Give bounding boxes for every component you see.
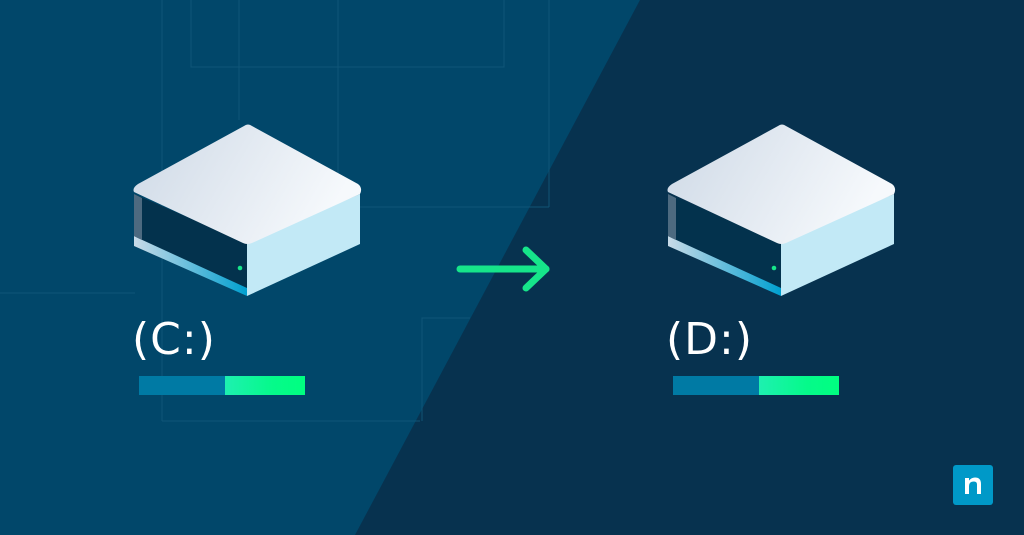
- ninjaone-logo-icon: [953, 465, 993, 505]
- target-drive-label: (D:): [666, 314, 754, 365]
- source-drive-label: (C:): [132, 314, 216, 365]
- source-drive-usage-bar: [139, 376, 305, 395]
- target-drive-illustration: [664, 120, 904, 310]
- source-drive-illustration: [130, 120, 370, 310]
- logo-letter-n: [965, 477, 981, 494]
- hard-drive-icon: [667, 124, 896, 296]
- grid-lines: [0, 0, 550, 422]
- target-drive-used-space: [673, 376, 759, 395]
- target-drive-usage-bar: [673, 376, 839, 395]
- arrow-right-icon: [456, 246, 550, 292]
- target-drive-free-space: [759, 376, 839, 395]
- source-drive-free-space: [225, 376, 305, 395]
- source-drive-used-space: [139, 376, 225, 395]
- hard-drive-icon: [133, 124, 362, 296]
